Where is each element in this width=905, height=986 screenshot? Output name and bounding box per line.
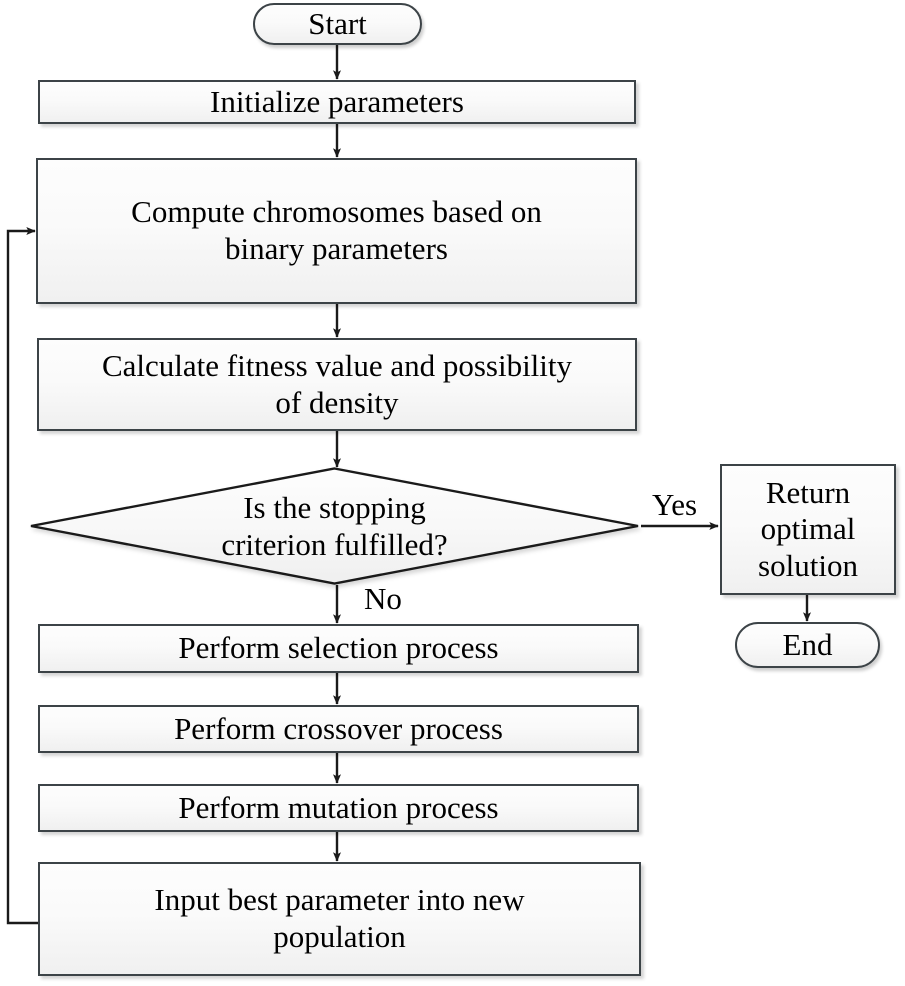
node-calculate-fitness[interactable]: Calculate fitness value and possibility … [37, 338, 637, 431]
node-perform-crossover[interactable]: Perform crossover process [38, 705, 639, 753]
node-initialize-parameters-label: Initialize parameters [210, 83, 464, 119]
node-end[interactable]: End [735, 622, 880, 668]
node-perform-selection[interactable]: Perform selection process [38, 624, 639, 673]
decision-diamond-shape [30, 467, 639, 585]
node-return-optimal-solution-label: Return optimal solution [758, 474, 858, 583]
node-perform-mutation-label: Perform mutation process [178, 789, 499, 825]
node-perform-mutation[interactable]: Perform mutation process [38, 784, 639, 832]
node-start[interactable]: Start [253, 3, 422, 45]
node-start-label: Start [308, 5, 367, 41]
node-calculate-fitness-label: Calculate fitness value and possibility … [101, 347, 573, 420]
edge-label-no: No [364, 581, 402, 616]
node-input-best-parameter-label: Input best parameter into new population [154, 882, 525, 954]
node-perform-crossover-label: Perform crossover process [174, 710, 503, 746]
node-input-best-parameter[interactable]: Input best parameter into new population [38, 862, 641, 976]
node-return-optimal-solution[interactable]: Return optimal solution [720, 464, 896, 595]
node-decision-label: Is the stopping criterion fulfilled? [221, 489, 448, 562]
node-end-label: End [782, 626, 833, 662]
node-decision-stopping-criterion[interactable]: Is the stopping criterion fulfilled? [28, 466, 641, 586]
node-perform-selection-label: Perform selection process [178, 630, 499, 666]
edge-label-yes: Yes [652, 487, 698, 522]
node-initialize-parameters[interactable]: Initialize parameters [38, 80, 636, 124]
node-compute-chromosomes[interactable]: Compute chromosomes based on binary para… [36, 158, 637, 304]
node-compute-chromosomes-label: Compute chromosomes based on binary para… [131, 194, 542, 266]
